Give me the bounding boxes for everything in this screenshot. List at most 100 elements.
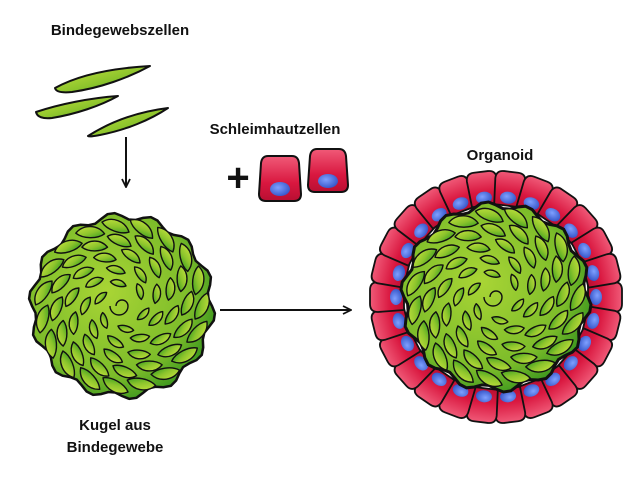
connective-cell: [117, 324, 135, 334]
connective-cell: [423, 264, 444, 285]
organoid-mucosa-cell: [581, 252, 622, 289]
connective-cell: [551, 255, 564, 283]
connective-cell: [61, 254, 87, 269]
connective-cell: [103, 348, 124, 364]
connective-cell: [480, 222, 507, 238]
organoid: [369, 170, 623, 424]
connective-cell: [503, 208, 529, 229]
connective-cell: [94, 291, 108, 305]
connective-cell: [92, 252, 117, 263]
organoid-mucosa-cell: [369, 281, 405, 313]
connective-cell: [445, 256, 468, 270]
nucleus: [590, 289, 602, 305]
nucleus: [545, 207, 561, 222]
connective-cell: [134, 235, 154, 255]
connective-cell: [106, 233, 132, 248]
connective-cell: [34, 280, 53, 306]
connective-cell: [463, 349, 484, 370]
connective-cell: [466, 242, 491, 253]
connective-cell: [157, 226, 175, 253]
sphere-center: [109, 299, 129, 316]
connective-cell: [539, 295, 555, 317]
connective-cell: [494, 238, 516, 254]
connective-cell: [133, 266, 147, 284]
connective-cell: [526, 273, 537, 296]
connective-cell: [474, 207, 504, 223]
sphere-center: [483, 290, 503, 307]
fibroblasts-label: Bindegewebszellen: [50, 22, 190, 39]
connective-cell: [191, 265, 205, 296]
connective-cell: [56, 319, 68, 347]
connective-cell: [109, 278, 127, 288]
fibroblast-cell: [35, 95, 119, 120]
connective-cell: [500, 370, 532, 384]
connective-cell: [508, 256, 522, 275]
connective-cell: [437, 277, 453, 299]
nucleus: [563, 356, 578, 371]
connective-cell: [176, 265, 188, 293]
connective-cell: [548, 309, 569, 330]
connective-cell: [90, 357, 110, 377]
nucleus: [452, 197, 469, 210]
connective-cell: [150, 367, 181, 380]
connective-cell: [152, 283, 162, 305]
connective-cell: [407, 295, 423, 326]
connective-cell: [491, 316, 509, 325]
nucleus: [400, 242, 414, 259]
connective-cell: [546, 339, 574, 356]
connective-cell: [554, 232, 568, 263]
connective-cell: [428, 311, 441, 339]
connective-cell: [164, 304, 180, 325]
nucleus: [318, 174, 338, 188]
connective-cell: [417, 320, 430, 351]
connective-cell: [452, 359, 474, 383]
nucleus: [392, 313, 406, 329]
connective-cell: [82, 333, 96, 356]
connective-cell: [452, 287, 465, 307]
connective-cell: [173, 318, 193, 338]
nucleus: [390, 289, 402, 305]
organoid-mucosa-cell: [493, 170, 527, 209]
connective-cell: [475, 369, 503, 387]
nucleus: [392, 265, 406, 281]
connective-cell: [432, 342, 449, 371]
connective-cell: [112, 364, 138, 379]
connective-cell: [59, 350, 76, 379]
nucleus: [500, 191, 517, 204]
connective-cell: [51, 274, 71, 294]
connective-cell: [157, 343, 183, 358]
connective-cell: [49, 296, 64, 322]
connective-cell: [531, 335, 558, 350]
connective-cell: [480, 326, 499, 341]
connective-cell: [434, 244, 461, 259]
connective-cell: [522, 302, 539, 318]
connective-cell: [149, 332, 172, 346]
connective-cell: [510, 352, 538, 365]
connective-cell: [72, 266, 95, 280]
connective-cell: [531, 215, 550, 243]
connective-cell: [129, 333, 151, 343]
connective-cell: [467, 282, 481, 296]
connective-cell: [179, 242, 193, 273]
connective-cell: [136, 307, 150, 321]
nucleus: [586, 313, 600, 329]
connective-cell: [53, 239, 83, 254]
connective-cell: [421, 286, 437, 313]
connective-cell: [165, 276, 176, 301]
nucleus: [414, 223, 429, 238]
connective-cell: [135, 283, 145, 301]
connective-cell: [461, 310, 472, 331]
connective-sphere-label: Kugel aus Bindegewebe: [40, 415, 190, 459]
connective-cell: [561, 311, 584, 335]
connective-cell: [534, 235, 549, 262]
connective-cell: [64, 287, 80, 308]
connective-cell: [476, 340, 498, 356]
mucosa-cells-label: Schleimhautzellen: [209, 121, 341, 138]
fibroblast-cells: [35, 65, 169, 138]
connective-cell: [194, 292, 210, 320]
nucleus: [400, 335, 414, 352]
connective-cell: [540, 267, 551, 292]
mucosa-cell: [257, 155, 303, 202]
connective-cell: [105, 264, 126, 275]
